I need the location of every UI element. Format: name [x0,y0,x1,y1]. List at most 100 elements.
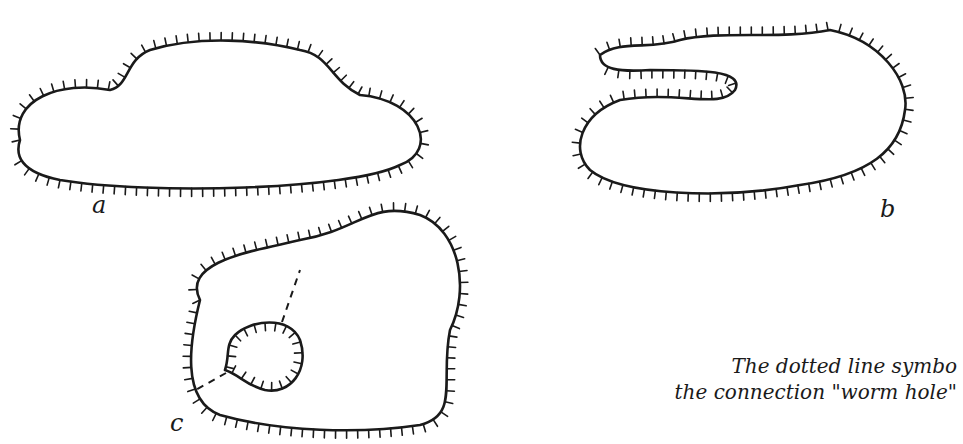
hachure-tick [380,91,382,99]
hachure-tick [52,84,54,92]
hachure-tick [859,33,863,40]
hachure-tick [739,27,741,35]
hachure-tick [308,45,311,53]
hachure-tick [895,140,902,144]
hachure-tick [58,180,60,188]
wormhole-dotted-line [282,270,300,322]
hachure-tick [341,75,347,81]
hachure-tick [13,115,20,118]
hachure-tick [271,383,273,391]
outline-b [580,30,906,193]
hachure-tick [618,70,619,78]
hachure-tick [709,193,711,201]
hachure-tick [287,235,289,243]
hachure-tick [193,300,200,304]
hachure-tick [458,304,466,305]
hachure-tick [86,80,88,88]
hachure-tick [231,33,233,41]
hachure-tick [678,90,680,98]
figure-letter: c [170,410,183,436]
hachure-tick [301,184,303,192]
hachure-tick [180,188,182,196]
hachure-tick [335,430,337,438]
hachure-tick [183,355,191,357]
hachure-tick [816,24,817,32]
hachure-tick [721,90,723,98]
hachure-tick [687,193,689,201]
outline-c [191,211,460,430]
hachure-tick [630,38,632,46]
hachure-tick [905,97,913,99]
hachure-tick [400,101,404,108]
hachure-tick [213,188,215,196]
hachure-tick [572,141,580,144]
hachure-tick [257,187,259,195]
figure-letter: a [92,192,106,218]
hachure-tick [459,271,467,272]
hachure-tick [423,424,425,432]
hachure-tick [412,426,413,434]
hachure-tick [266,240,268,248]
hachure-tick [187,322,195,324]
hachure-tick [131,53,137,59]
hachure-tick [401,427,403,435]
hachure-tick [839,24,841,32]
hachure-tick [279,186,281,194]
hachure-tick [443,226,449,231]
hachure-tick [213,413,217,420]
hachure-tick [575,129,582,132]
hachure-tick [229,345,237,347]
hachure-tick [663,36,664,44]
hachure-tick [695,71,697,79]
hachure-tick [191,188,193,196]
hachure-tick [154,41,156,49]
hachure-tick [187,34,189,42]
hachure-tick [716,73,717,81]
hachure-tick [888,149,894,154]
hachure-tick [329,224,332,232]
hachure-tick [318,51,323,58]
hachure-tick [255,242,257,250]
hachure-tick [142,45,146,52]
hachure-tick [676,193,678,201]
hachure-tick [651,70,653,78]
hachure-tick [447,357,455,359]
hachure-tick [880,157,885,163]
hachure-tick [91,184,93,192]
hachure-tick [80,183,83,191]
hachure-tick [830,179,832,187]
hachure-tick [158,188,160,196]
hachure-tick [705,72,707,80]
hachure-tick [827,23,829,31]
hachure-tick [251,378,255,385]
hachure-tick [408,108,414,114]
hachure-tick [805,25,807,33]
hachure-tick [695,29,698,37]
hachure-tick [47,177,49,185]
hachure-tick [169,188,171,196]
hachure-tick [345,179,346,187]
hachure-tick [276,237,278,245]
hachure-tick [334,181,335,189]
hachure-tick [244,245,246,253]
hachure-tick [665,192,667,200]
hachure-tick [820,182,822,190]
hachure-tick [235,335,241,341]
hachure-tick [201,264,206,270]
hachure-tick [607,42,610,50]
hachure-tick [420,131,428,133]
hachure-tick [244,329,248,336]
hachure-tick [588,172,593,179]
hachure-tick [253,34,255,42]
hachure-tick [290,428,292,436]
hachure-tick [295,352,303,354]
hachure-tick [599,178,602,185]
hachure-tick [264,323,266,331]
hachure-tick [265,36,266,44]
hachure-tick [449,336,457,337]
hachure-tick [405,204,406,212]
hachure-tick [841,176,843,184]
hachure-tick [242,33,244,41]
hachure-tick [787,187,788,195]
